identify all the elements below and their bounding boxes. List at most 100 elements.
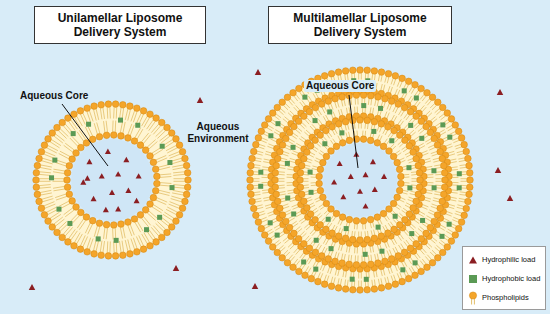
lipid-tail xyxy=(316,200,321,202)
lipid-tail xyxy=(414,136,419,140)
lipid-head xyxy=(176,212,183,219)
lipid-tail xyxy=(39,174,50,175)
lipid-tail xyxy=(459,164,465,166)
lipid-head xyxy=(38,148,45,155)
lipid-tail xyxy=(431,151,437,153)
lipid-head xyxy=(386,206,393,213)
lipid-tail xyxy=(391,276,393,282)
lipid-tail xyxy=(278,174,284,176)
lipid-tail xyxy=(39,178,51,179)
lipid-tail xyxy=(414,220,419,224)
lipid-tail xyxy=(457,207,463,209)
hydrophobic-load xyxy=(170,185,175,190)
lipid-tail xyxy=(428,145,434,148)
hydrophilic-load xyxy=(372,187,378,192)
lipid-head xyxy=(33,177,40,184)
lipid-head xyxy=(323,226,330,233)
lipid-tail xyxy=(268,214,274,216)
lipid-tail xyxy=(288,141,294,144)
hydrophobic-load xyxy=(327,109,332,114)
lipid-tail xyxy=(318,245,321,251)
lipid-head xyxy=(391,226,398,233)
environment-label: Aqueous Environment xyxy=(183,121,253,145)
lipid-tail xyxy=(160,182,171,184)
lipid-tail xyxy=(379,127,381,132)
lipid-head xyxy=(91,103,98,110)
lipid-tail xyxy=(335,252,337,258)
lipid-tail xyxy=(335,102,337,108)
lipid-tail xyxy=(388,223,391,228)
lipid-tail xyxy=(153,149,163,155)
lipid-head xyxy=(461,212,468,219)
lipid-head xyxy=(66,162,73,169)
lipid-head xyxy=(150,194,157,201)
lipid-tail xyxy=(400,82,402,88)
lipid-tail xyxy=(278,181,285,182)
lipid-head xyxy=(325,256,332,263)
lipid-tail xyxy=(345,125,346,130)
lipid-tail xyxy=(141,218,148,227)
lipid-tail xyxy=(290,200,296,202)
lipid-head xyxy=(247,184,254,191)
lipid-tail xyxy=(436,110,441,114)
lipid-tail xyxy=(266,207,272,209)
lipid-tail xyxy=(395,265,398,271)
hydrophobic-load xyxy=(457,185,462,190)
lipid-tail xyxy=(337,253,339,259)
lipid-tail xyxy=(323,116,326,122)
lipid-tail xyxy=(293,223,298,227)
lipid-tail xyxy=(116,107,118,118)
core-label: Aqueous Core xyxy=(20,90,88,102)
lipid-head xyxy=(247,170,254,177)
lipid-tail xyxy=(422,223,427,227)
lipid-tail xyxy=(282,204,288,206)
lipid-tail xyxy=(293,133,298,137)
lipid-head xyxy=(328,148,335,155)
lipid-tail xyxy=(338,136,340,141)
lipid-tail xyxy=(418,228,423,232)
lipid-tail xyxy=(364,123,366,128)
lipid-tail xyxy=(308,258,311,263)
lipid-tail xyxy=(380,219,382,224)
lipid-head xyxy=(423,230,430,237)
lipid-head xyxy=(329,230,336,237)
lipid-tail xyxy=(406,155,411,158)
lipid-head xyxy=(388,256,395,263)
lipid-tail xyxy=(287,182,293,183)
lipid-head xyxy=(441,169,448,176)
lipid-tail xyxy=(398,119,402,124)
lipid-head xyxy=(323,153,330,160)
lipid-head xyxy=(274,155,281,162)
lipid-head xyxy=(96,220,103,227)
hydrophilic-load xyxy=(348,174,354,179)
lipid-tail xyxy=(171,196,182,199)
lipid-tail xyxy=(354,247,355,253)
lipid-tail xyxy=(44,202,55,206)
lipid-tail xyxy=(294,96,298,101)
lipid-tail xyxy=(276,114,281,118)
lipid-head xyxy=(184,184,191,191)
lipid-tail xyxy=(109,107,111,118)
lipid-head xyxy=(378,285,385,292)
lipid-tail xyxy=(328,267,330,273)
lipid-tail xyxy=(376,83,377,89)
hydrophobic-load xyxy=(376,225,381,230)
lipid-head xyxy=(298,162,305,169)
lipid-head xyxy=(84,249,91,256)
lipid-tail xyxy=(262,220,268,222)
lipid-head xyxy=(131,216,138,223)
lipid-tail xyxy=(357,98,358,104)
lipid-tail xyxy=(422,107,426,112)
lipid-tail xyxy=(65,227,73,236)
lipid-tail xyxy=(149,142,158,150)
lipid-head xyxy=(298,191,305,198)
lipid-head xyxy=(33,169,40,176)
lipid-head xyxy=(417,177,424,184)
lipid-tail xyxy=(116,241,118,252)
lipid-tail xyxy=(422,96,426,101)
hydrophilic-load xyxy=(363,172,369,177)
lipid-tail xyxy=(264,159,270,160)
lipid-tail xyxy=(319,204,324,207)
lipid-head xyxy=(439,198,446,205)
lipid-tail xyxy=(397,204,402,207)
